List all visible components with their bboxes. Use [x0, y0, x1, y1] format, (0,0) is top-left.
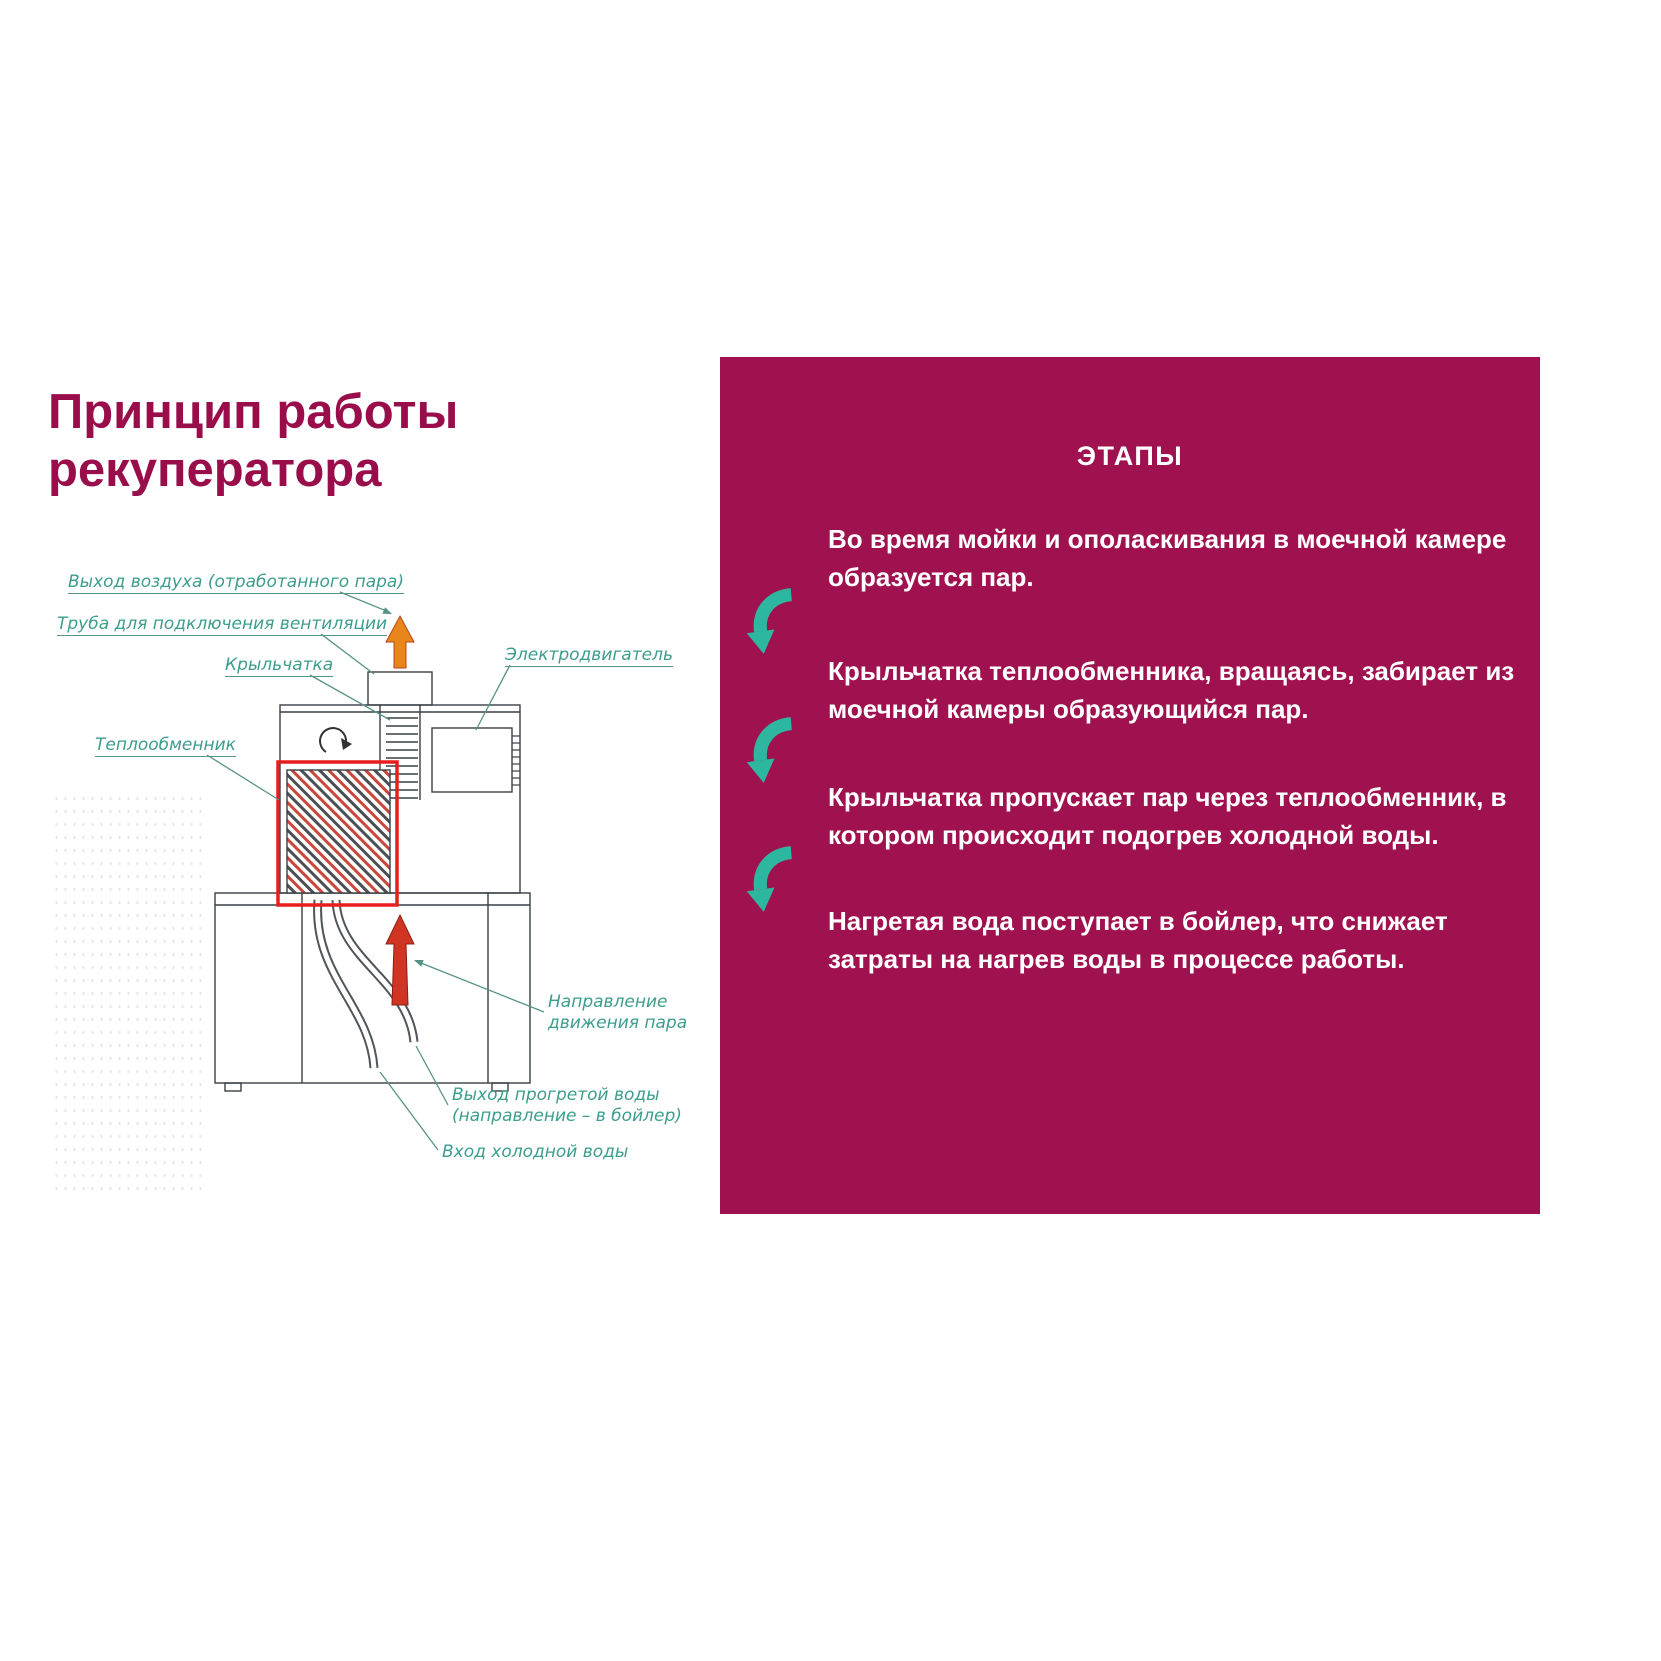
leader-arrowhead [414, 960, 424, 967]
label-motor: Электродвигатель [505, 645, 673, 667]
heat-exchanger-block [286, 769, 391, 894]
step-2: Крыльчатка теплообменника, вращаясь, заб… [828, 656, 1515, 724]
page-title-line-2: рекуператора [48, 443, 382, 497]
heat-exchanger-highlight [276, 760, 399, 907]
stages-panel: ЭТАПЫ Во время мойки и ополаскивания в м… [720, 357, 1540, 1214]
label-vent-pipe: Труба для подключения вентиляции [57, 614, 388, 636]
label-air-outlet: Выход воздуха (отработанного пара) [68, 572, 404, 594]
page-title: Принцип работы рекуператора [48, 383, 458, 499]
leader-arrowhead [382, 607, 392, 614]
diagram-drawing [206, 591, 545, 1151]
recuperator-diagram: Выход воздуха (отработанного пара) Труба… [40, 560, 700, 1180]
vent-duct [367, 671, 433, 706]
label-heat-exchanger: Теплообменник [95, 735, 236, 757]
machine-outline [214, 671, 531, 1092]
background-dots-texture [52, 792, 204, 1194]
label-cold-water-in: Вход холодной воды [442, 1142, 629, 1162]
step-3: Крыльчатка пропускает пар через теплообм… [828, 782, 1507, 850]
label-steam-direction: Направление движения пара [548, 992, 688, 1033]
page-title-line-1: Принцип работы [48, 385, 459, 439]
label-impeller: Крыльчатка [225, 655, 334, 677]
step-arrow-icon [746, 846, 793, 912]
label-hot-water-out: Выход прогретой воды (направление – в бо… [452, 1085, 682, 1126]
water-hoses [313, 899, 419, 1069]
steam-direction-arrow [385, 913, 415, 1006]
rotation-arrow [319, 727, 352, 753]
electric-motor [431, 727, 513, 793]
motor-fins [512, 735, 520, 786]
leader-lines [206, 591, 545, 1151]
panel-heading: ЭТАПЫ [1076, 441, 1184, 471]
impeller-grille [386, 717, 418, 799]
step-4: Нагретая вода поступает в бойлер, что сн… [828, 906, 1448, 974]
air-outlet-arrow [385, 614, 415, 669]
step-1: Во время мойки и ополаскивания в моечной… [828, 524, 1507, 592]
step-arrow-icon [746, 717, 793, 783]
step-arrow-icon [746, 588, 793, 654]
